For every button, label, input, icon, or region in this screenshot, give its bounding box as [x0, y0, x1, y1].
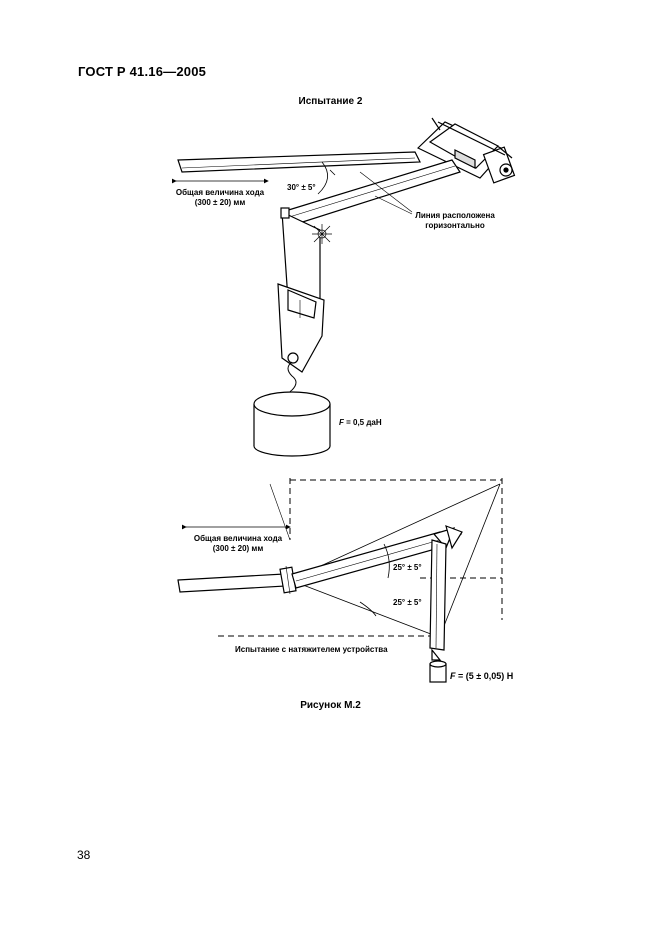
- horizontal-line-label-line1: Линия расположена: [415, 211, 495, 220]
- bottom-stroke-length-label: Общая величина хода (300 ± 20) мм: [178, 534, 298, 554]
- bottom-force-symbol: F: [450, 671, 456, 681]
- bottom-angle-upper-label: 25° ± 5°: [393, 563, 422, 572]
- bottom-force-label: F = (5 ± 0,05) Н: [450, 671, 513, 681]
- bottom-force-value: = (5 ± 0,05) Н: [455, 671, 514, 681]
- figure-caption: Рисунок М.2: [300, 700, 361, 711]
- bottom-webbing: [177, 573, 287, 593]
- top-stroke-length-label: Общая величина хода (300 ± 20) мм: [164, 188, 276, 208]
- pivot-starburst: [312, 224, 332, 244]
- top-weight: [253, 391, 331, 457]
- page-number: 38: [77, 848, 91, 862]
- bottom-stroke-length-line2: (300 ± 20) мм: [212, 544, 264, 553]
- bottom-vertical-strap: [429, 539, 447, 651]
- top-force-value: = 0,5 даН: [343, 418, 382, 427]
- top-webbing-strap: [177, 151, 421, 173]
- top-force-label: F = 0,5 даН: [339, 418, 382, 428]
- horizontal-line-label-line2: горизонтально: [425, 221, 485, 230]
- test-title: Испытание 2: [298, 96, 363, 107]
- top-stroke-length-line2: (300 ± 20) мм: [194, 198, 246, 207]
- bottom-stroke-length-line1: Общая величина хода: [193, 534, 283, 543]
- top-angle-label: 30° ± 5°: [287, 183, 316, 192]
- bottom-weight: [429, 648, 447, 683]
- standard-header: ГОСТ Р 41.16—2005: [78, 64, 207, 79]
- bottom-drawing: [177, 478, 503, 683]
- top-force-symbol: F: [339, 418, 344, 427]
- top-stroke-length-line1: Общая величина хода: [175, 188, 265, 197]
- retractor-mount: [416, 117, 516, 184]
- top-drawing: [172, 117, 516, 457]
- horizontal-line-label: Линия расположена горизонтально: [405, 211, 505, 231]
- bottom-angle-lower-label: 25° ± 5°: [393, 598, 422, 607]
- test-note-label: Испытание с натяжителем устройства: [235, 645, 388, 654]
